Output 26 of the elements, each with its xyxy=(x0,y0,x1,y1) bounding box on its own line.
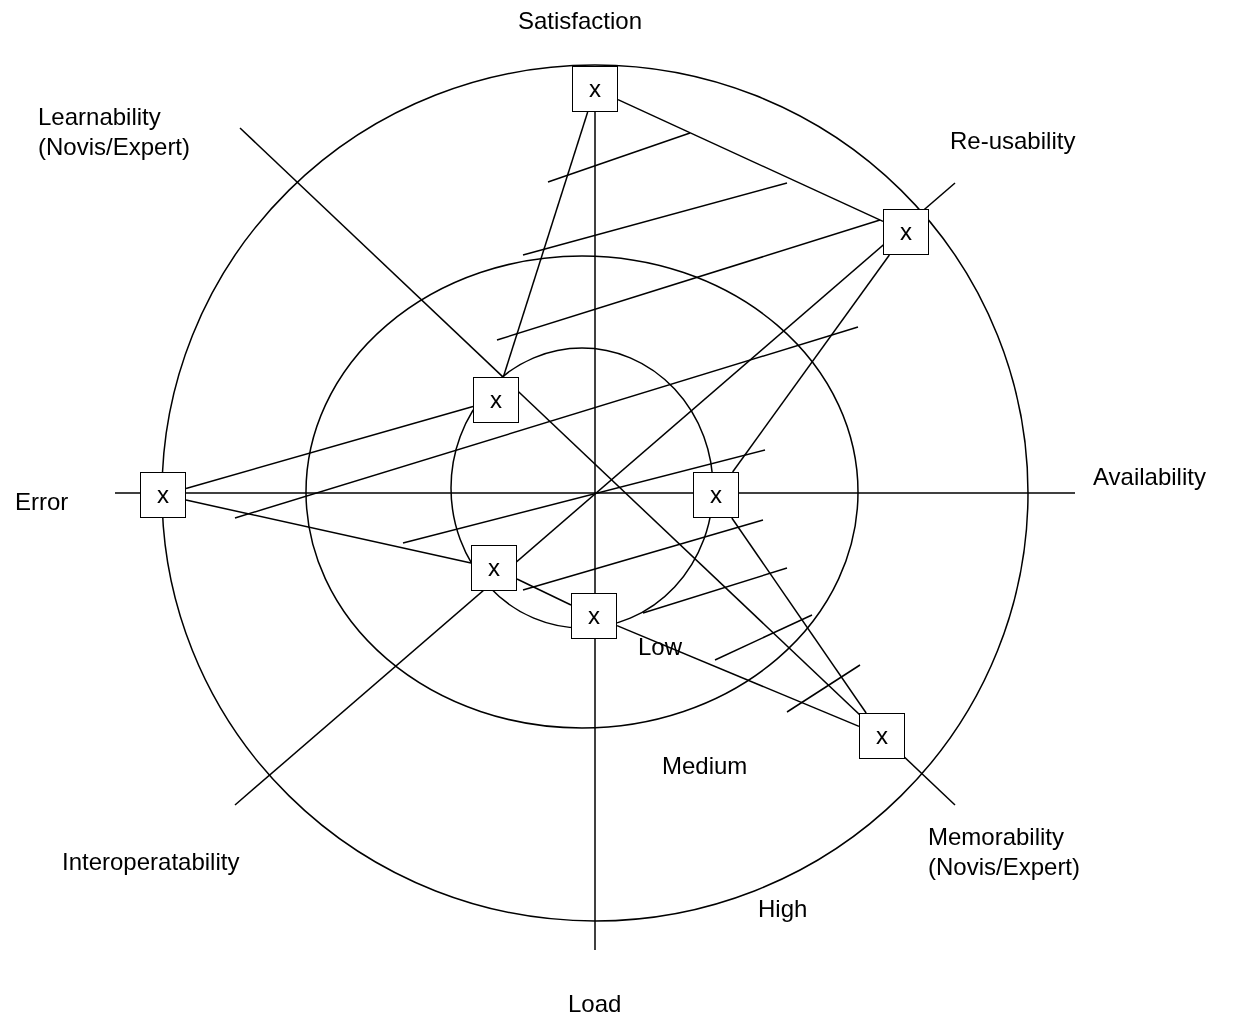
axis-label: Load xyxy=(568,989,622,1019)
connector-line xyxy=(502,111,589,378)
value-marker: x xyxy=(471,545,517,591)
axis-label: Medium xyxy=(662,751,748,781)
axis-label: Interoperatability xyxy=(62,847,240,877)
value-marker: x xyxy=(140,472,186,518)
connector-line xyxy=(731,254,891,473)
axis-label: High xyxy=(758,894,808,924)
value-marker: x xyxy=(571,593,617,639)
value-marker: x xyxy=(883,209,929,255)
axis-label: Re-usability xyxy=(950,126,1076,156)
connector-line xyxy=(185,499,472,564)
axis-label: Learnability (Novis/Expert) xyxy=(38,102,192,162)
axis-label: Error xyxy=(15,487,69,517)
connector-line xyxy=(616,624,860,728)
connector-line xyxy=(516,578,572,606)
connector-line xyxy=(731,517,867,714)
value-marker: x xyxy=(693,472,739,518)
axis-label: Availability xyxy=(1093,462,1206,492)
axis-label: Satisfaction xyxy=(518,6,643,36)
value-marker: x xyxy=(859,713,905,759)
axis-label: Memorability (Novis/Expert) xyxy=(928,822,1082,882)
value-marker: x xyxy=(473,377,519,423)
connector-line xyxy=(617,98,884,223)
connector-line xyxy=(185,405,474,490)
value-marker: x xyxy=(572,66,618,112)
